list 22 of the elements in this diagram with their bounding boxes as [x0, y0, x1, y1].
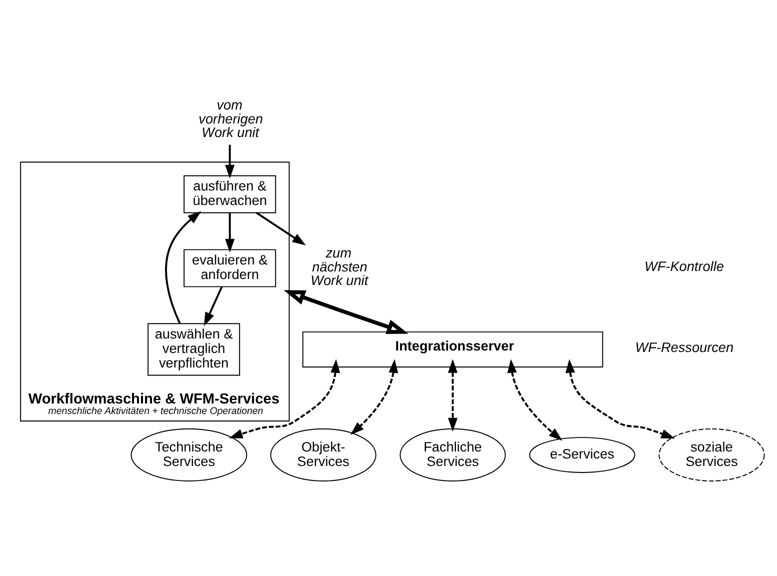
- node-box: Integrationsserver: [302, 330, 604, 367]
- node-text: vom vorherigen Work unit: [198, 97, 263, 140]
- arrow: [284, 290, 408, 334]
- arrow: [350, 358, 398, 434]
- node-box: auswählen & vertraglich verpflichten: [148, 322, 240, 376]
- arrow: [228, 358, 340, 438]
- label: WF-Kontrolle: [644, 258, 724, 274]
- arrow: [204, 286, 223, 326]
- node-ellipse: e-Services: [529, 436, 636, 472]
- arrow: [507, 358, 562, 440]
- arrow: [448, 358, 458, 432]
- label: WF-Ressourcen: [635, 340, 734, 355]
- arrow: [225, 212, 235, 252]
- node-box: evaluieren & anfordern: [184, 248, 276, 287]
- arrow: [256, 211, 306, 245]
- node-text: zum nächsten Work unit: [310, 245, 368, 288]
- node-ellipse: Objekt- Services: [270, 428, 376, 481]
- arrow: [565, 358, 675, 438]
- arrow: [225, 144, 235, 178]
- arrow: [165, 210, 202, 324]
- node-box: ausführen & überwachen: [184, 174, 276, 213]
- node-ellipse: Fachliche Services: [400, 428, 506, 481]
